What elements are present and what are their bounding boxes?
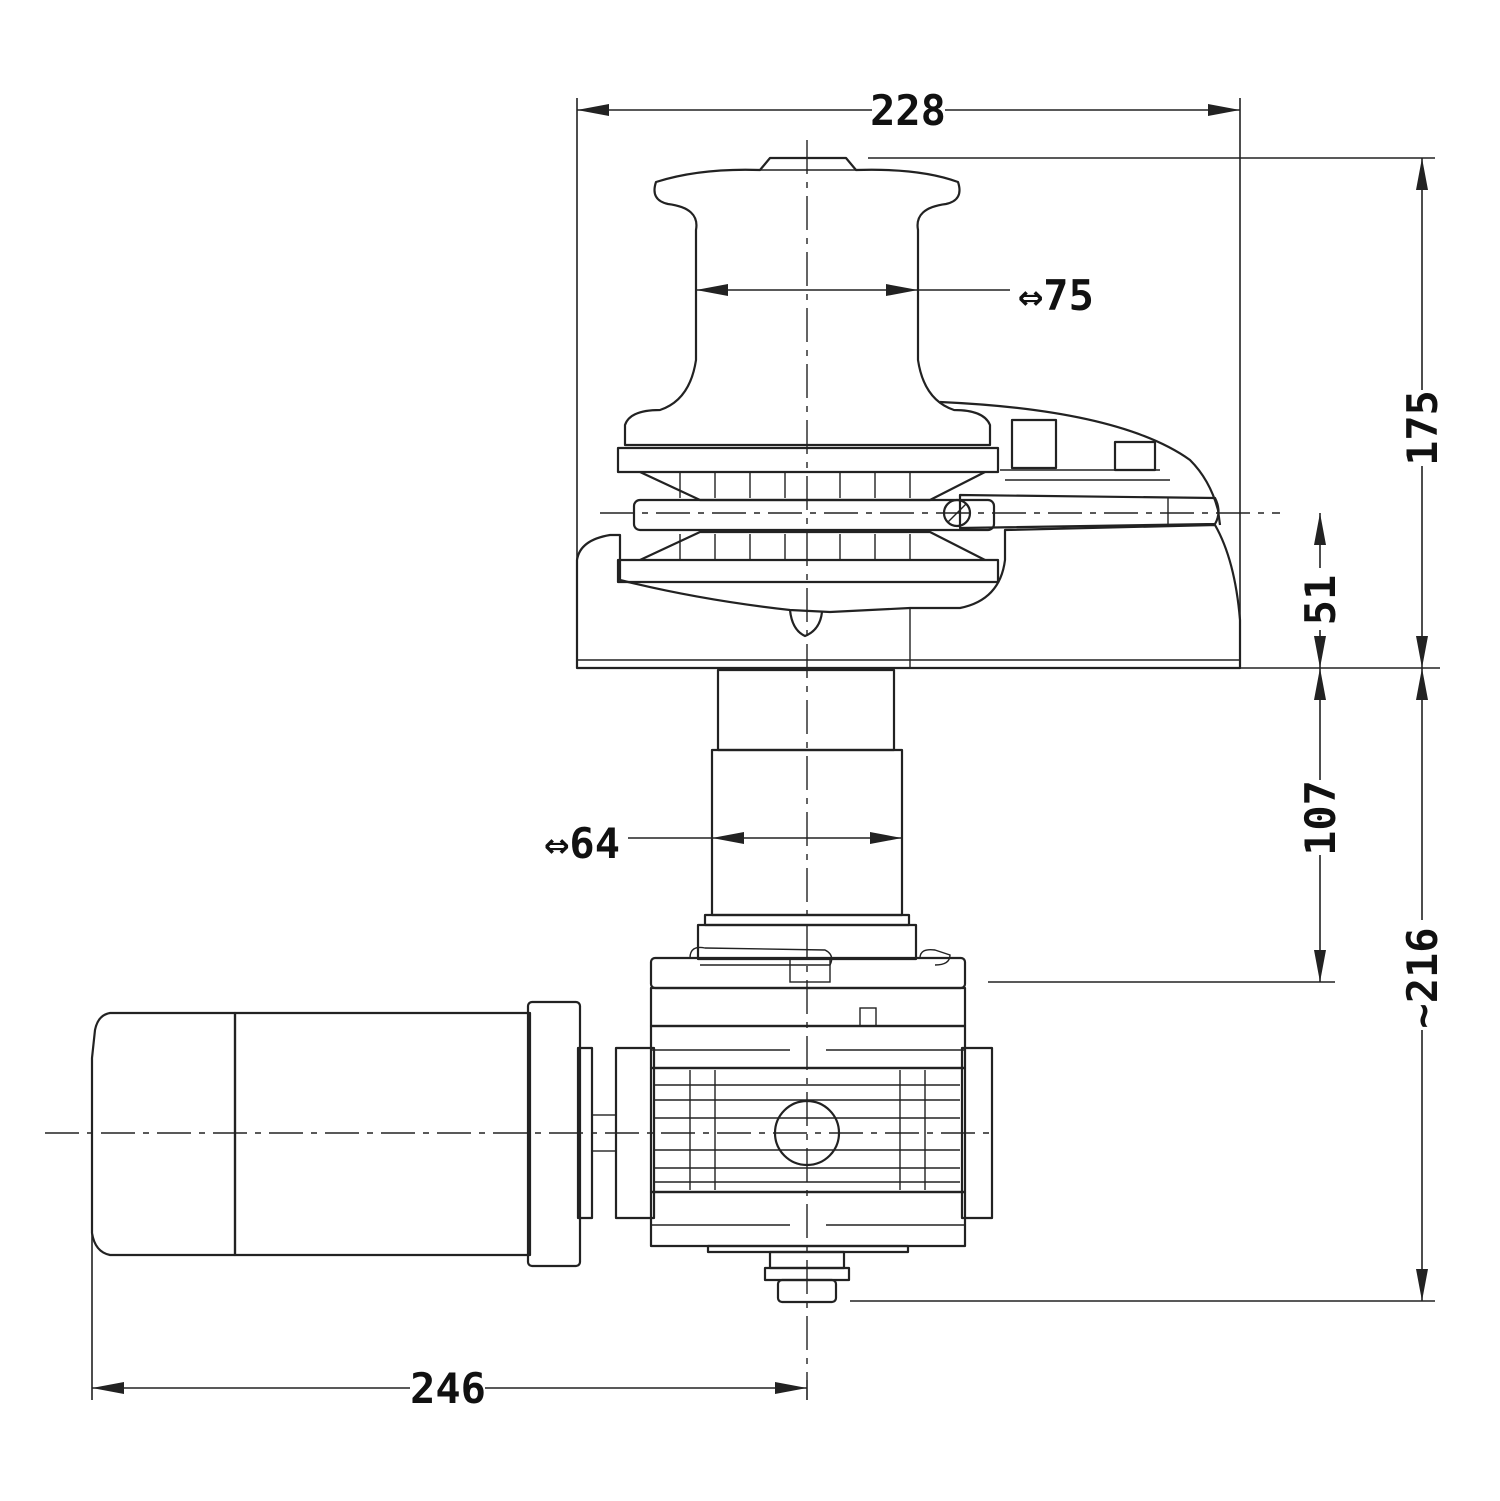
bracket-block	[1113, 440, 1157, 472]
dim-label-shaft-diameter: ⇔64	[544, 819, 620, 868]
below-deck-unit	[90, 668, 994, 1304]
dim-gypsy-height: 51	[1296, 513, 1345, 668]
dim-label-drum-diameter: ⇔75	[1018, 271, 1094, 320]
vent-plug	[859, 1007, 877, 1027]
gearbox-bottom-block	[649, 1190, 967, 1248]
shaft-tube-upper	[716, 668, 896, 752]
dim-overall-width: 228	[576, 86, 1241, 668]
motor-body	[233, 1011, 532, 1257]
base-housing	[575, 523, 1242, 670]
dim-label-gypsy-height: 51	[1296, 575, 1345, 626]
stripper-arm	[958, 493, 1220, 530]
drip-tab	[788, 609, 824, 638]
gearbox-body	[649, 1066, 967, 1194]
dim-label-motor-length: 246	[410, 1364, 486, 1413]
gearbox-upper-block	[649, 986, 967, 1028]
dim-label-below-deck-depth: 107	[1296, 780, 1345, 856]
gypsy-upper-ring	[616, 446, 1000, 474]
dim-drum-diameter: ⇔75	[696, 271, 1094, 320]
gearbox-clip-block	[789, 957, 831, 983]
dim-label-overall-width: 228	[870, 86, 946, 135]
terminal-block	[1010, 418, 1058, 470]
dim-total-depth: ~216	[850, 668, 1447, 1302]
gearbox-clip-right	[919, 948, 951, 966]
gearbox-clip	[689, 946, 833, 966]
dim-above-deck-height: 175	[868, 157, 1447, 668]
gypsy-center	[632, 498, 996, 532]
shaft-collar	[703, 913, 911, 927]
capstan-drum	[623, 156, 992, 447]
dim-label-total-depth: ~216	[1398, 927, 1447, 1028]
above-deck-unit	[575, 156, 1242, 670]
gypsy-lower-ring	[616, 558, 1000, 584]
motor-flange	[526, 1000, 582, 1268]
gypsy-lower-cone	[639, 530, 986, 561]
dim-label-above-deck-height: 175	[1398, 390, 1447, 466]
dim-shaft-diameter: ⇔64	[544, 819, 902, 868]
motor-end-cap	[90, 1011, 237, 1257]
gypsy-teeth	[679, 472, 911, 560]
gypsy-upper-cone	[639, 471, 986, 502]
dim-motor-length: 246	[91, 1230, 808, 1413]
gearbox-mid-block	[649, 1024, 967, 1070]
cover-housing	[939, 400, 1222, 526]
gearbox-top-plate	[649, 956, 967, 990]
dim-below-deck-depth: 107	[988, 668, 1345, 983]
